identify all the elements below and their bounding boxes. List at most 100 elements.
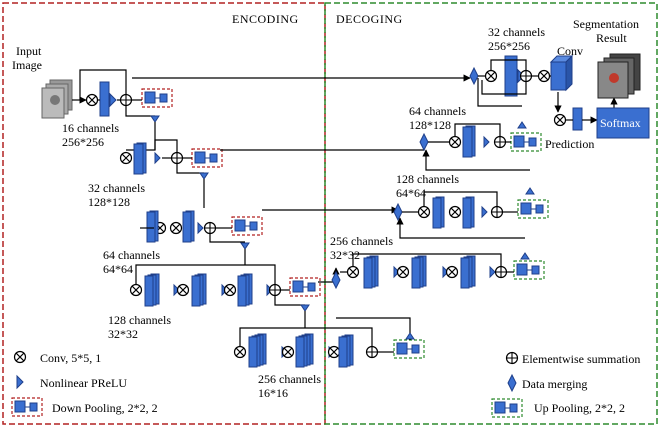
feature-block bbox=[460, 257, 470, 289]
prelu-icon bbox=[16, 374, 24, 390]
pool-cube bbox=[144, 91, 156, 104]
enc-level-3-channels: 64 channels bbox=[103, 248, 160, 262]
conv-icon-cross bbox=[131, 285, 141, 295]
softmax-label: Softmax bbox=[600, 116, 641, 130]
down-arrow-icon bbox=[150, 115, 160, 123]
pool-cube-small bbox=[249, 221, 258, 231]
legend-merge-label: Data merging bbox=[522, 377, 588, 391]
bottleneck-up bbox=[336, 317, 411, 333]
pool-cube bbox=[396, 342, 408, 355]
dec4-to-dec3 bbox=[396, 217, 525, 239]
up-arrow-icon bbox=[517, 121, 527, 129]
conv-icon-cross bbox=[419, 207, 429, 217]
feature-block bbox=[248, 336, 258, 368]
dec-level-1-size: 256*256 bbox=[488, 39, 530, 53]
feature-block bbox=[363, 257, 373, 289]
prelu-icon bbox=[483, 135, 490, 149]
pool-cube bbox=[494, 401, 506, 414]
legend-downpool-label: Down Pooling, 2*2, 2 bbox=[52, 401, 158, 415]
dec-level-3-channels: 128 channels bbox=[396, 172, 459, 186]
pool-cube bbox=[14, 400, 26, 413]
sum-icon-cross bbox=[204, 222, 216, 234]
pool-cube-small bbox=[411, 344, 420, 354]
down-pool-icon bbox=[11, 397, 43, 417]
connector-line bbox=[454, 123, 501, 136]
pool-cube-small bbox=[528, 137, 537, 147]
pool-cube bbox=[513, 135, 525, 148]
sum-icon-cross bbox=[494, 136, 506, 148]
down-pool-icon bbox=[289, 277, 321, 297]
conv-cube-front bbox=[550, 61, 567, 91]
merge-icon bbox=[331, 270, 341, 290]
merge-icon bbox=[419, 132, 429, 152]
connector-line bbox=[352, 253, 502, 266]
feature-block bbox=[504, 55, 518, 97]
up-pool-icon bbox=[491, 398, 523, 418]
feature-block bbox=[462, 126, 473, 158]
enc-level-5-channels: 256 channels bbox=[258, 372, 321, 386]
down-pool-icon bbox=[141, 88, 173, 108]
up-pool-icon bbox=[513, 260, 545, 280]
segmentation-result-image bbox=[597, 53, 641, 99]
dec2-to-dec1 bbox=[477, 78, 522, 107]
prediction-label: Prediction bbox=[545, 137, 595, 151]
prelu-icon bbox=[393, 265, 400, 279]
dec-level-3-size: 64*64 bbox=[396, 186, 426, 200]
conv-icon-cross bbox=[555, 115, 565, 125]
dec-level-2-size: 128*128 bbox=[409, 118, 451, 132]
sum-icon-cross bbox=[506, 352, 518, 364]
feature-block bbox=[237, 275, 247, 307]
prelu-icon bbox=[442, 265, 449, 279]
up-arrow-icon bbox=[520, 252, 530, 260]
up-pool-icon bbox=[517, 199, 549, 219]
down-arrow-icon bbox=[240, 242, 250, 250]
enc-level-1-channels: 16 channels bbox=[62, 121, 119, 135]
legend-prelu-label: Nonlinear PReLU bbox=[40, 376, 127, 390]
connector-line bbox=[176, 164, 204, 174]
connector-line bbox=[490, 59, 527, 70]
enc-level-4-channels: 128 channels bbox=[108, 313, 171, 327]
connector-line bbox=[125, 106, 155, 117]
conv-icon-cross bbox=[348, 267, 358, 277]
connector-line bbox=[481, 80, 527, 95]
sum-icon-cross bbox=[171, 152, 183, 164]
connector-line bbox=[154, 139, 178, 152]
pool-cube-small bbox=[29, 402, 38, 412]
prelu-icon bbox=[109, 92, 117, 108]
conv-icon-cross bbox=[450, 207, 460, 217]
conv-icon-cross bbox=[447, 267, 457, 277]
up-arrow-icon bbox=[405, 332, 415, 340]
pool-cube bbox=[516, 263, 528, 276]
conv-label: Conv bbox=[557, 44, 584, 58]
connector-line bbox=[423, 191, 498, 206]
sum-icon-cross bbox=[491, 206, 503, 218]
prelu-icon bbox=[173, 283, 180, 297]
prediction-block bbox=[572, 107, 583, 131]
conv-icon-cross bbox=[450, 137, 460, 147]
input-label-1: Input bbox=[16, 44, 42, 58]
conv-icon-cross bbox=[283, 347, 293, 357]
up-arrow-icon bbox=[525, 187, 535, 195]
sum-icon-cross bbox=[520, 70, 532, 82]
connector-line bbox=[209, 234, 245, 243]
enc1-skip bbox=[79, 69, 127, 100]
legend-sum-label: Elementwise summation bbox=[522, 352, 641, 366]
conv-icon-cross bbox=[121, 153, 131, 163]
connector-line bbox=[135, 264, 276, 284]
decoding-section bbox=[324, 2, 658, 425]
pool-cube-small bbox=[159, 93, 168, 103]
down-pool-icon bbox=[231, 216, 263, 236]
encoding-title: ENCODING bbox=[232, 12, 299, 26]
dec-level-2-channels: 64 channels bbox=[409, 104, 466, 118]
feature-block bbox=[191, 275, 201, 307]
feature-block bbox=[295, 336, 305, 368]
connector-line bbox=[274, 296, 305, 306]
merge-icon bbox=[393, 202, 403, 222]
feature-block bbox=[182, 211, 192, 243]
pool-cube bbox=[520, 202, 532, 215]
encoding-section bbox=[2, 2, 326, 425]
connector-line bbox=[239, 327, 373, 346]
output-label-2: Result bbox=[596, 31, 627, 45]
conv-icon-cross bbox=[171, 223, 181, 233]
enc-level-5-size: 16*16 bbox=[258, 386, 288, 400]
